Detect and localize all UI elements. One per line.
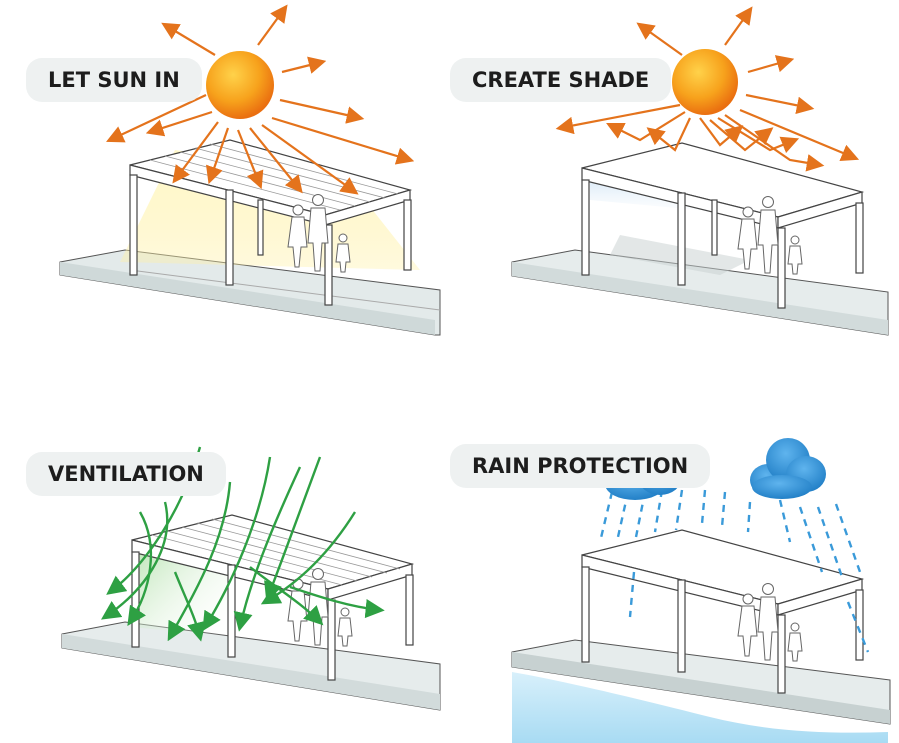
- pergola-sun-illustration: [0, 0, 450, 372]
- label-rain-protection: RAIN PROTECTION: [450, 444, 710, 488]
- panel-create-shade: CREATE SHADE: [450, 0, 899, 372]
- cloud-icon: [750, 438, 826, 499]
- label-let-sun-in: LET SUN IN: [26, 58, 202, 102]
- label-create-shade: CREATE SHADE: [450, 58, 671, 102]
- panel-ventilation: VENTILATION: [0, 372, 450, 743]
- sun-icon: [206, 51, 274, 119]
- label-ventilation: VENTILATION: [26, 452, 226, 496]
- pergola-rain-illustration: [450, 372, 899, 743]
- panel-let-sun-in: LET SUN IN: [0, 0, 450, 372]
- pergola-ventilation-illustration: [0, 372, 450, 743]
- pergola-shade-illustration: [450, 0, 899, 372]
- sun-icon: [672, 49, 738, 115]
- panel-rain-protection: RAIN PROTECTION: [450, 372, 899, 743]
